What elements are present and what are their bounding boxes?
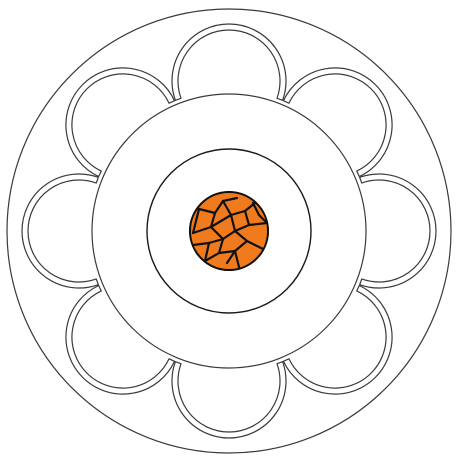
cracked-core [189, 191, 269, 271]
